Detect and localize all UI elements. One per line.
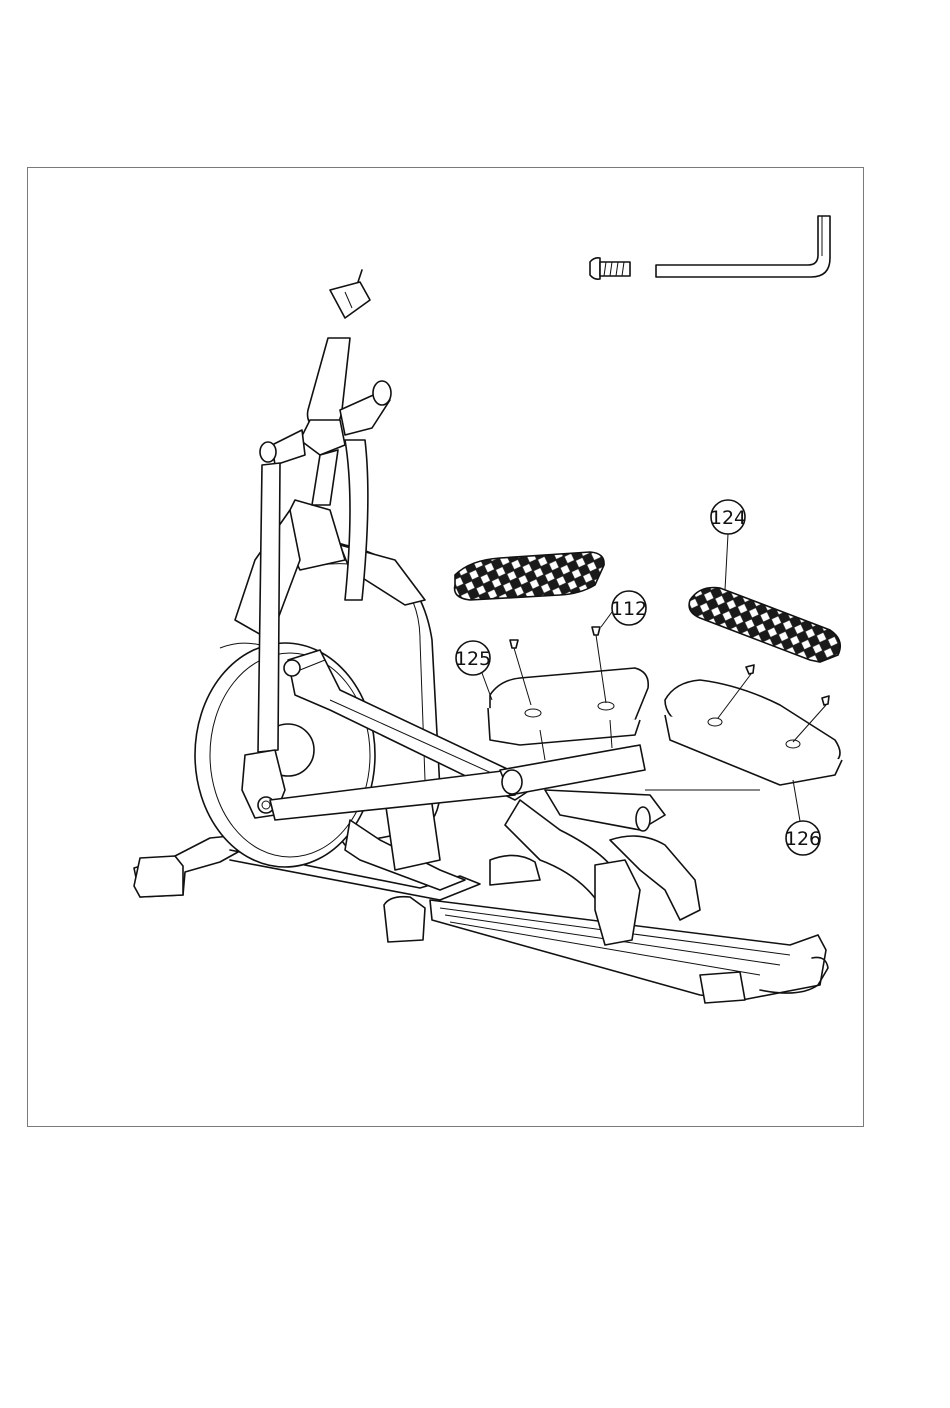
- right-pedal-shell: [665, 680, 842, 785]
- console-mast: [260, 270, 391, 465]
- svg-text:125: 125: [455, 648, 491, 670]
- svg-text:126: 126: [785, 828, 821, 850]
- right-pedal-tread: [689, 588, 840, 663]
- left-pedal-shell: [488, 668, 648, 760]
- callout-126: 126: [645, 780, 821, 855]
- left-pedal-tread: [455, 552, 604, 600]
- callout-124: 124: [710, 500, 746, 590]
- svg-text:124: 124: [710, 507, 746, 529]
- bolt-icon: [590, 258, 630, 279]
- callout-125: 125: [455, 641, 492, 700]
- callout-112: 112: [601, 591, 647, 627]
- allen-key-icon: [656, 216, 830, 277]
- svg-text:112: 112: [611, 598, 647, 620]
